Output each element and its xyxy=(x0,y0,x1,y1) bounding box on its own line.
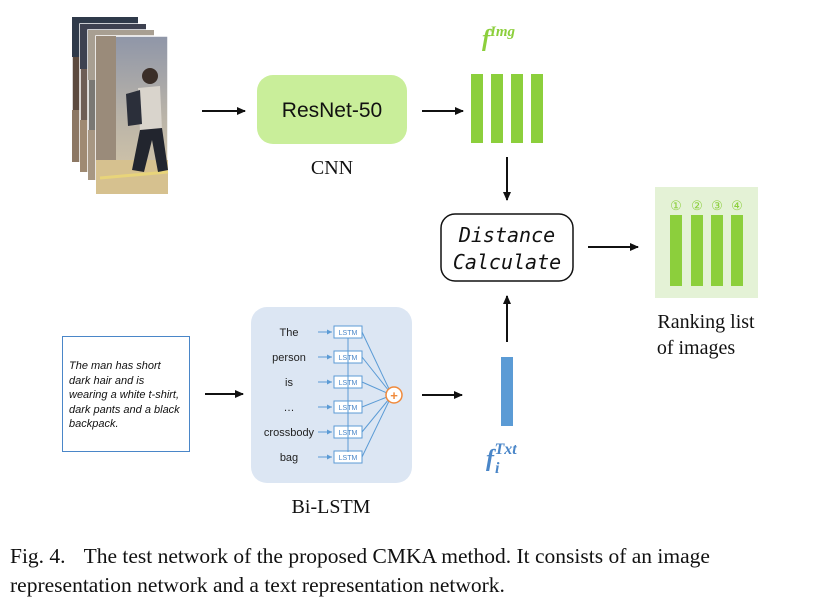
lstm-word: … xyxy=(284,402,295,414)
bilstm-panel: TheLSTMpersonLSTMisLSTM…LSTMcrossbodyLST… xyxy=(251,307,412,483)
text-feature-label: fiTxt xyxy=(486,441,517,477)
merge-plus-icon xyxy=(385,386,403,404)
lstm-word: crossbody xyxy=(264,427,315,439)
lstm-cell-label: LSTM xyxy=(339,330,358,337)
image-feature-bars xyxy=(471,74,543,143)
ranking-list: ① ② ③ ④ xyxy=(655,187,758,298)
figure-caption-text: The test network of the proposed CMKA me… xyxy=(10,544,710,597)
resnet-label: ResNet-50 xyxy=(282,99,382,122)
lstm-word: bag xyxy=(280,452,298,464)
rank-badge-2: ② xyxy=(691,198,703,213)
person-image-4 xyxy=(95,35,169,195)
text-feature-bar xyxy=(501,357,513,426)
ranking-caption-line1: Ranking list xyxy=(657,311,755,333)
resnet-block: ResNet-50 xyxy=(257,75,407,144)
svg-text:+: + xyxy=(390,388,398,403)
rank-bar-4 xyxy=(731,215,743,286)
text-description-box: The man has short dark hair and is weari… xyxy=(62,336,190,452)
lstm-row: crossbodyLSTM xyxy=(264,425,363,439)
bilstm-caption: Bi-LSTM xyxy=(292,496,371,518)
ranking-caption-line2: of images xyxy=(657,337,736,359)
image-feature-label: fImg xyxy=(482,24,516,52)
rank-bar-1 xyxy=(670,215,682,286)
lstm-word: is xyxy=(285,377,293,389)
distance-calculate-block: Distance Calculate xyxy=(440,213,574,282)
diagram-canvas: ResNet-50 CNN fImg Distance Calculate ① … xyxy=(71,16,758,518)
distance-label-line2: Calculate xyxy=(453,250,561,274)
rank-badge-1: ① xyxy=(670,198,682,213)
lstm-cell-label: LSTM xyxy=(339,455,358,462)
lstm-word: The xyxy=(280,327,299,339)
lstm-merge-lines xyxy=(361,331,390,458)
person-image-stack xyxy=(71,16,169,195)
figure-label: Fig. 4. xyxy=(10,544,66,568)
rank-bar-2 xyxy=(691,215,703,286)
rank-bar-3 xyxy=(711,215,723,286)
figure-caption: Fig. 4.The test network of the proposed … xyxy=(10,542,815,600)
rank-badge-4: ④ xyxy=(731,198,743,213)
rank-badge-3: ③ xyxy=(711,198,723,213)
text-description: The man has short dark hair and is weari… xyxy=(69,360,180,430)
cnn-caption: CNN xyxy=(311,157,353,179)
lstm-word: person xyxy=(272,352,306,364)
distance-label-line1: Distance xyxy=(458,223,555,247)
